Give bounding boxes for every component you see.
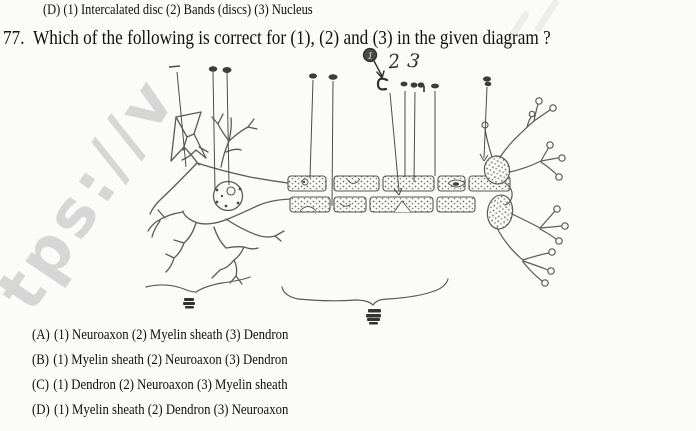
synaptic-bulbs xyxy=(481,97,569,287)
option-c: (C)(1) Dendron (2) Neuroaxon (3) Myelin … xyxy=(32,377,288,394)
previous-option-line: (D) (1) Intercalated disc (2) Bands (dis… xyxy=(43,2,313,18)
nucleus xyxy=(212,180,244,212)
braces xyxy=(145,276,449,306)
smudged-labels xyxy=(208,66,492,92)
axon-terminal xyxy=(481,97,569,287)
option-d: (D)(1) Myelin sheath (2) Dendron (3) Neu… xyxy=(32,402,288,419)
option-c-label: (C) xyxy=(32,377,49,393)
circled-one xyxy=(362,47,378,63)
option-b: (B)(1) Myelin sheath (2) Neuroaxon (3) D… xyxy=(32,352,288,369)
handwritten-annotations: 1 2 3 xyxy=(362,47,421,79)
smudged-brace-captions xyxy=(183,298,381,325)
option-b-text: (1) Myelin sheath (2) Neuroaxon (3) Dend… xyxy=(53,352,288,368)
neuron-diagram: 1 2 3 xyxy=(145,47,569,325)
option-a: (A)(1) Neuroaxon (2) Myelin sheath (3) D… xyxy=(32,327,288,344)
option-a-label: (A) xyxy=(32,327,50,343)
annotation-2: 2 xyxy=(386,50,401,73)
cell-body-and-dendrites xyxy=(147,111,291,285)
option-c-text: (1) Dendron (2) Neuroaxon (3) Myelin she… xyxy=(53,377,288,393)
option-d-label: (D) xyxy=(32,402,50,418)
option-b-label: (B) xyxy=(32,352,49,368)
leader-lines xyxy=(168,65,489,207)
option-d-text: (1) Myelin sheath (2) Dendron (3) Neuroa… xyxy=(53,402,289,418)
sheath-marks xyxy=(299,178,466,213)
option-a-text: (1) Neuroaxon (2) Myelin sheath (3) Dend… xyxy=(53,327,289,343)
axon-brace xyxy=(281,278,449,306)
annotation-3: 3 xyxy=(406,50,421,73)
question-text: Which of the following is correct for (1… xyxy=(33,27,551,49)
annotation-1: 1 xyxy=(368,52,374,62)
cell-body-brace xyxy=(145,276,251,293)
question-number: 77. xyxy=(3,27,25,49)
